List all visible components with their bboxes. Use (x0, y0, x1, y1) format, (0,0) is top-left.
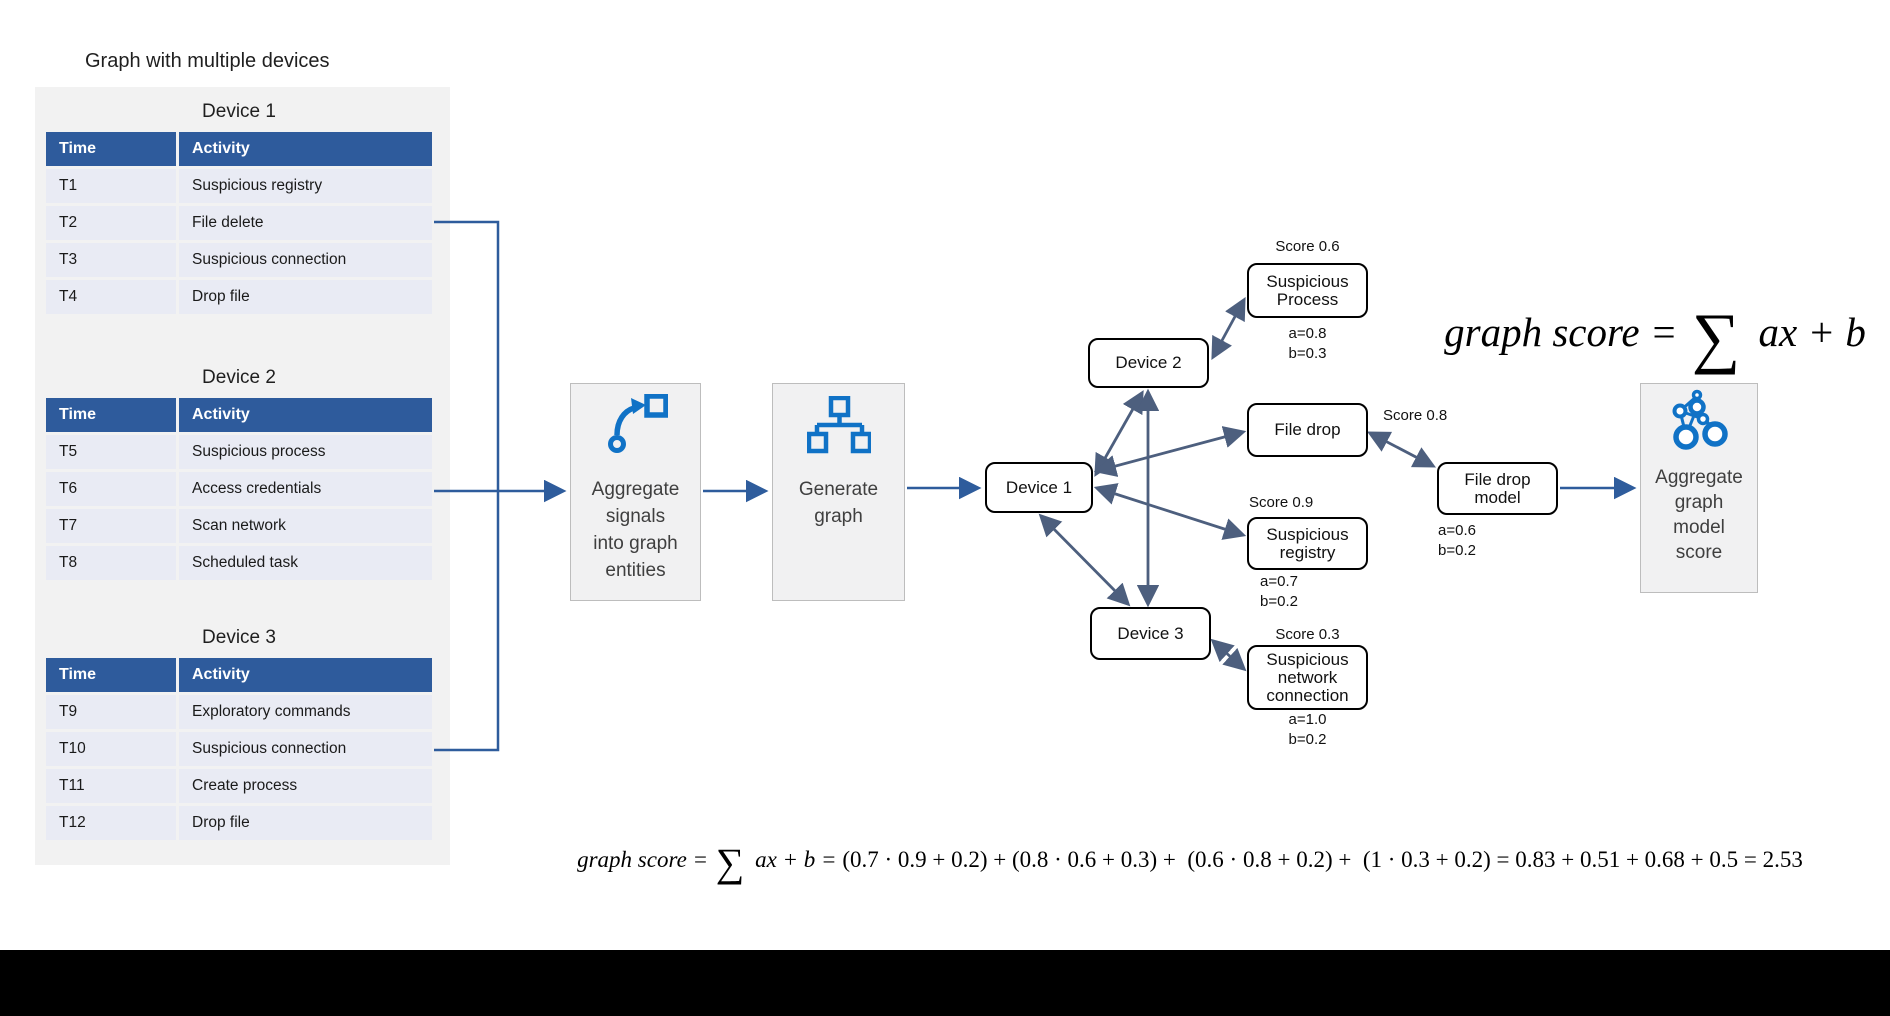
cell-activity: Access credentials (179, 472, 432, 506)
param-b: b=0.3 (1288, 345, 1327, 362)
edge-device1-device2 (1094, 390, 1144, 477)
param-b: b=0.2 (1288, 731, 1327, 748)
cell-time: T10 (46, 732, 176, 766)
device-3-heading: Device 3 (202, 627, 276, 648)
cell-activity: File delete (179, 206, 432, 240)
cell-time: T1 (46, 169, 176, 203)
generate-graph-box: Generate graph (772, 383, 905, 601)
device-1-table: Device 1 Time Activity T1 Suspicious reg… (46, 98, 432, 314)
sigma-symbol: ∑ (715, 840, 745, 885)
score-suspicious-registry: Score 0.9 (1249, 494, 1314, 511)
device-2-grid: Time Activity T5 Suspicious process T6 A… (46, 398, 432, 580)
device-3-table: Device 3 Time Activity T9 Exploratory co… (46, 624, 432, 840)
edge-device1-suspicious-registry (1093, 483, 1247, 540)
params-suspicious-network: a=1.0 b=0.2 (1247, 710, 1368, 750)
device-1-grid: Time Activity T1 Suspicious registry T2 … (46, 132, 432, 314)
aggregate-graph-model-icon (1672, 389, 1728, 450)
cell-activity: Suspicious process (179, 435, 432, 469)
formula-mid: ax + b = (749, 847, 843, 872)
cell-time: T3 (46, 243, 176, 277)
node-suspicious-network-connection-label: Suspicious network connection (1266, 649, 1349, 705)
cell-time: T12 (46, 806, 176, 840)
aggregate-signals-icon (607, 394, 668, 453)
formula-graph-score-expanded: graph score = ∑ ax + b = (0.7 · 0.9 + 0.… (525, 834, 1855, 886)
param-a: a=0.8 (1288, 325, 1327, 342)
cell-activity: Exploratory commands (179, 695, 432, 729)
params-suspicious-registry: a=0.7 b=0.2 (1260, 572, 1298, 612)
param-b: b=0.2 (1438, 542, 1476, 559)
params-file-drop-model: a=0.6 b=0.2 (1438, 521, 1476, 561)
edge-file-drop-model (1367, 431, 1436, 468)
aggregate-graph-model-score-box: Aggregate graph model score (1640, 383, 1758, 593)
generate-graph-icon (806, 396, 871, 454)
node-suspicious-network-connection: Suspicious network connection (1247, 645, 1368, 710)
col-header-activity: Activity (179, 658, 432, 692)
sigma-symbol: ∑ (1691, 299, 1741, 375)
node-file-drop-label: File drop (1274, 420, 1341, 439)
cell-time: T11 (46, 769, 176, 803)
diagram-title: Graph with multiple devices (85, 50, 330, 72)
col-header-time: Time (46, 132, 176, 166)
node-device-1-label: Device 1 (1005, 477, 1073, 497)
node-device-2: Device 2 (1088, 338, 1209, 388)
device-3-grid: Time Activity T9 Exploratory commands T1… (46, 658, 432, 840)
formula-rhs: ax + b (1748, 309, 1866, 355)
col-header-time: Time (46, 398, 176, 432)
node-device-3-label: Device 3 (1117, 623, 1184, 643)
node-device-2-label: Device 2 (1115, 353, 1182, 372)
col-header-activity: Activity (179, 132, 432, 166)
edge-device3-suspicious-network (1210, 638, 1247, 672)
col-header-time: Time (46, 658, 176, 692)
edge-device1-file-drop (1093, 426, 1247, 477)
generate-graph-label: Generate graph (798, 479, 879, 527)
formula-expansion: (0.7 · 0.9 + 0.2) + (0.8 · 0.6 + 0.3) + … (842, 847, 1803, 872)
formula-graph-score: graph score = ∑ ax + b (1443, 282, 1867, 382)
cell-activity: Suspicious connection (179, 732, 432, 766)
node-file-drop: File drop (1247, 403, 1368, 457)
param-a: a=0.7 (1260, 573, 1298, 590)
node-suspicious-process-label: Suspicious Process (1266, 271, 1349, 309)
cell-activity: Scheduled task (179, 546, 432, 580)
cell-time: T8 (46, 546, 176, 580)
node-suspicious-registry-label: Suspicious registry (1266, 524, 1349, 562)
cell-time: T9 (46, 695, 176, 729)
score-suspicious-process: Score 0.6 (1275, 238, 1340, 255)
cell-time: T6 (46, 472, 176, 506)
cell-activity: Create process (179, 769, 432, 803)
cell-time: T5 (46, 435, 176, 469)
cell-activity: Scan network (179, 509, 432, 543)
params-suspicious-process: a=0.8 b=0.3 (1247, 324, 1368, 364)
cell-activity: Drop file (179, 806, 432, 840)
device-1-heading: Device 1 (202, 101, 276, 122)
formula-lhs: graph score = (1444, 309, 1688, 355)
col-header-activity: Activity (179, 398, 432, 432)
node-suspicious-registry: Suspicious registry (1247, 517, 1368, 570)
node-device-3: Device 3 (1090, 607, 1211, 660)
param-b: b=0.2 (1260, 593, 1298, 610)
param-a: a=0.6 (1438, 522, 1476, 539)
cell-time: T2 (46, 206, 176, 240)
node-file-drop-model-label: File drop model (1464, 469, 1531, 507)
cell-activity: Drop file (179, 280, 432, 314)
edge-device2-suspicious-process (1211, 297, 1246, 360)
node-file-drop-model: File drop model (1437, 462, 1558, 515)
device-2-heading: Device 2 (202, 367, 276, 388)
cell-activity: Suspicious connection (179, 243, 432, 277)
cell-time: T7 (46, 509, 176, 543)
score-suspicious-network: Score 0.3 (1275, 626, 1340, 643)
cell-activity: Suspicious registry (179, 169, 432, 203)
bottom-black-bar (0, 950, 1890, 1016)
param-a: a=1.0 (1288, 711, 1327, 728)
cell-time: T4 (46, 280, 176, 314)
aggregate-signals-box: Aggregate signals into graph entities (570, 383, 701, 601)
node-device-1: Device 1 (985, 462, 1093, 513)
aggregate-graph-model-score-label: Aggregate graph model score (1655, 467, 1743, 563)
node-suspicious-process: Suspicious Process (1247, 263, 1368, 318)
device-2-table: Device 2 Time Activity T5 Suspicious pro… (46, 364, 432, 580)
formula-lhs: graph score = (577, 847, 714, 872)
edge-device1-device3 (1038, 513, 1131, 607)
score-file-drop: Score 0.8 (1383, 407, 1448, 424)
aggregate-signals-label: Aggregate signals into graph entities (591, 479, 680, 581)
